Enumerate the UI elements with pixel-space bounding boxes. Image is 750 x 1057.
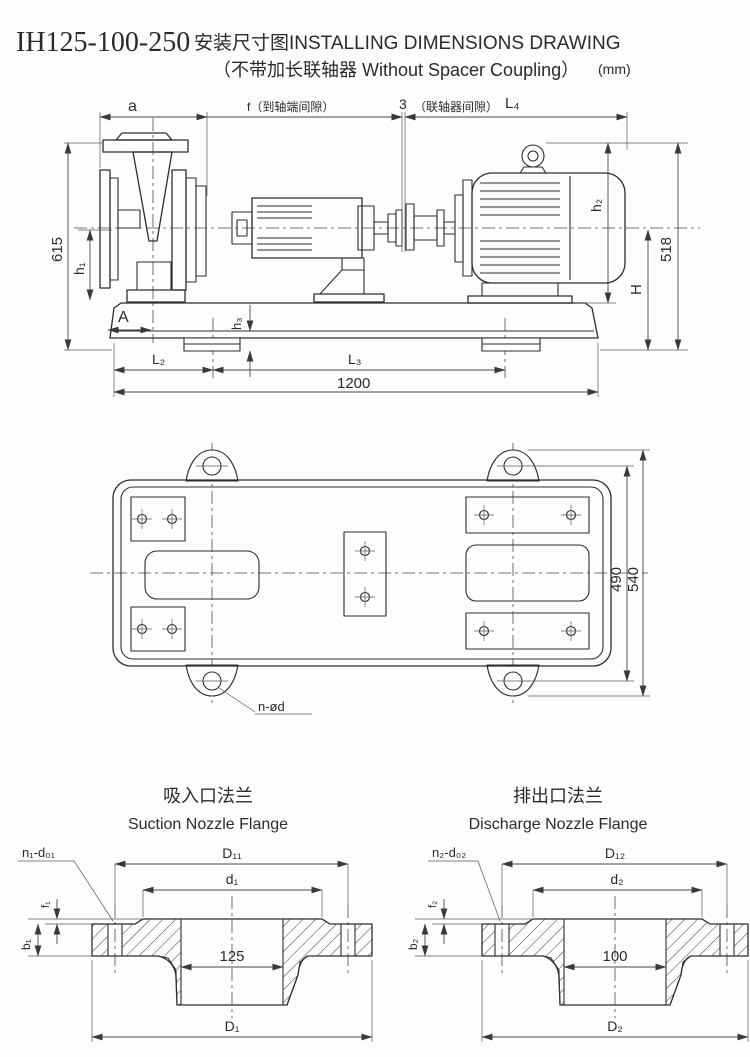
dim-f: f（到轴端间隙）: [247, 99, 334, 114]
discharge-flange-title-cn: 排出口法兰: [513, 786, 603, 806]
dim-615: 615: [49, 237, 66, 262]
lifting-eye: [519, 144, 547, 174]
dim-d2: d₂: [610, 871, 623, 887]
dim-L2: L₂: [152, 351, 165, 367]
dim-f1: f₁: [40, 901, 52, 908]
dim-n2-d02: n₂-d₀₂: [432, 845, 466, 860]
dim-h1: h₁: [71, 262, 87, 275]
dim-D11: D₁₁: [222, 845, 242, 861]
side-view-bottom-dims: A h₃ L₂ L₃ 1200: [107, 305, 599, 397]
drawing-subtitle: （不带加长联轴器 Without Spacer Coupling）: [213, 60, 579, 80]
pump-outline: [99, 132, 253, 303]
drawing-title: 安装尺寸图INSTALLING DIMENSIONS DRAWING: [194, 32, 620, 54]
suction-flange-dims: n₁-d₀₁ D₁₁ d₁ f₁ b₁ 125 D₁: [18, 845, 373, 1042]
side-view-drawing: a f（到轴端间隙） 3 （联轴器间隙） L₄ 615 h₁ h₂ H 5: [49, 95, 700, 397]
motor-fins: [480, 176, 571, 280]
coupling: [387, 112, 456, 252]
side-view-left-dims: 615 h₁: [49, 142, 112, 351]
bearing-ribs: [257, 205, 312, 251]
dim-n-od: n-ød: [258, 699, 285, 714]
dim-A: A: [118, 309, 129, 326]
dim-D2: D₂: [607, 1018, 623, 1034]
dim-L3: L₃: [348, 351, 362, 367]
motor: [454, 144, 626, 304]
dim-b2: b₂: [406, 938, 420, 950]
dim-h2: h₂: [588, 199, 604, 212]
lug-hole-ticks: [196, 465, 529, 682]
baseplate-top-view: 490 540 n-ød: [90, 443, 650, 715]
discharge-flange-dims: n₂-d₀₂ D₁₂ d₂ f₂ b₂ 100 D₂: [406, 845, 749, 1042]
discharge-flange-drawing: n₂-d₀₂ D₁₂ d₂ f₂ b₂ 100 D₂: [406, 845, 749, 1042]
side-view-right-dims: h₂ H 518: [546, 142, 688, 351]
dim-518: 518: [658, 237, 675, 262]
dim-H: H: [628, 284, 645, 295]
bearing-housing: [251, 197, 389, 303]
dim-L4: L₄: [505, 95, 519, 112]
dim-D12: D₁₂: [605, 845, 625, 861]
suction-flange-drawing: n₁-d₀₁ D₁₁ d₁ f₁ b₁ 125 D₁: [18, 845, 373, 1042]
side-view-top-dims: a f（到轴端间隙） 3 （联轴器间隙） L₄: [99, 95, 628, 196]
pad-holes: [132, 505, 581, 641]
dim-490: 490: [608, 567, 625, 592]
suction-flange-title-cn: 吸入口法兰: [163, 786, 253, 806]
unit-label: (mm): [598, 61, 631, 77]
top-view-dims: 490 540 n-ød: [218, 449, 650, 715]
pad-hole-ticks: [132, 505, 581, 641]
dim-100: 100: [602, 948, 627, 965]
dim-1200: 1200: [337, 375, 370, 392]
dim-D1: D₁: [225, 1018, 240, 1034]
dim-d1: d₁: [226, 871, 239, 887]
dim-540: 540: [625, 567, 642, 592]
flange-titles: 吸入口法兰 Suction Nozzle Flange 排出口法兰 Discha…: [128, 786, 648, 833]
dim-h3: h₃: [229, 317, 244, 330]
suction-flange-title-en: Suction Nozzle Flange: [128, 816, 288, 833]
dim-n1-d01: n₁-d₀₁: [22, 845, 56, 860]
model-number: IH125-100-250: [16, 27, 190, 58]
dim-f2: f₂: [427, 901, 439, 908]
lifting-lugs: [185, 449, 540, 697]
title-block: IH125-100-250 安装尺寸图INSTALLING DIMENSIONS…: [16, 27, 631, 80]
mounting-pads: [130, 496, 590, 652]
dim-125: 125: [219, 948, 244, 965]
dim-b1: b₁: [19, 939, 33, 950]
dim-3: 3: [399, 96, 407, 112]
side-view-centerlines: [74, 118, 700, 378]
baseplate-side: [109, 302, 599, 352]
dim-a: a: [128, 98, 137, 115]
discharge-flange-title-en: Discharge Nozzle Flange: [469, 816, 648, 833]
dim-coupling-gap: （联轴器间隙）: [414, 99, 498, 114]
